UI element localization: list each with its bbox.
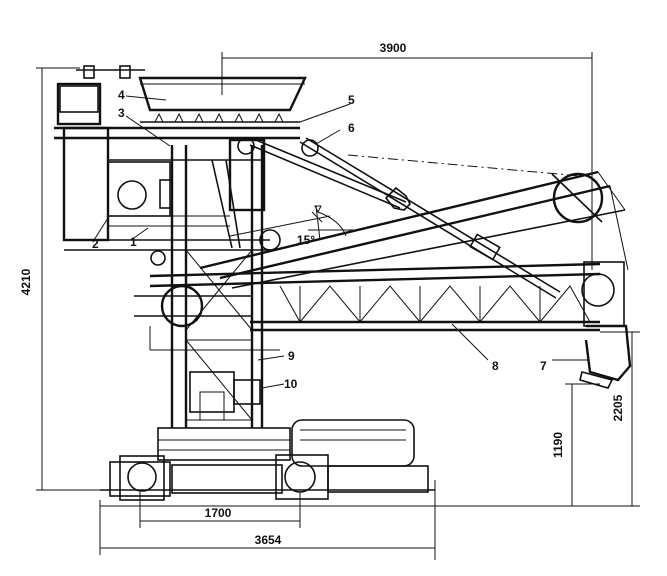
- callout-1: 1: [130, 235, 137, 249]
- dim-right-height: 2205: [611, 394, 625, 421]
- dim-base-length: 3654: [255, 533, 282, 547]
- discharge-chute: [579, 324, 632, 389]
- callout-3: 3: [118, 106, 125, 120]
- callout-6: 6: [348, 121, 355, 135]
- lower-boom: [134, 261, 625, 351]
- sloping-conveyor: [199, 154, 629, 289]
- callout-2: 2: [92, 237, 99, 251]
- callout-4: 4: [118, 88, 125, 102]
- callout-7: 7: [540, 359, 547, 373]
- dim-wheel-spacing: 1700: [205, 506, 232, 520]
- dimension-lines: [36, 52, 640, 560]
- angle-label: 15°: [297, 233, 315, 247]
- dim-total-height: 4210: [19, 268, 33, 295]
- callout-9: 9: [288, 349, 295, 363]
- base-frame: [100, 419, 435, 501]
- upper-frame: [54, 65, 300, 266]
- callout-5: 5: [348, 93, 355, 107]
- callout-10: 10: [284, 377, 298, 391]
- dim-top-width: 3900: [380, 41, 407, 55]
- angle-mark: [308, 205, 360, 241]
- callout-8: 8: [492, 359, 499, 373]
- dim-lower-height: 1190: [551, 432, 565, 458]
- hopper: [138, 76, 307, 123]
- leader-lines: [93, 95, 588, 389]
